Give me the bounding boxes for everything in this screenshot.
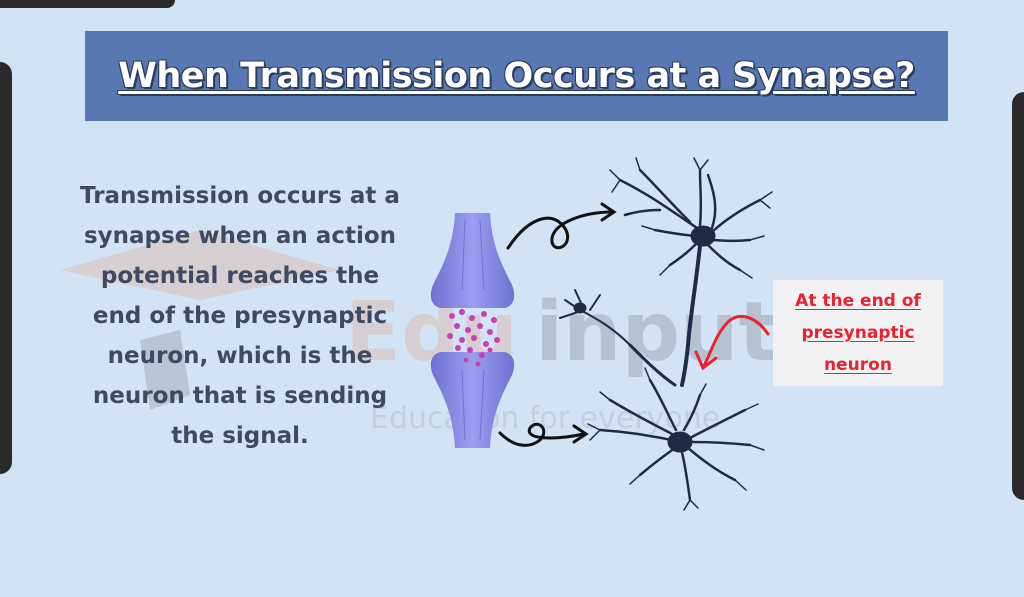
callout-box: At the end of presynaptic neuron [773,280,943,386]
title-banner: When Transmission Occurs at a Synapse? [85,31,948,121]
frame-edge-left [0,62,12,474]
callout-label: At the end of presynaptic neuron [795,291,921,375]
synapse-icon [430,213,515,448]
page-title: When Transmission Occurs at a Synapse? [118,56,915,96]
callout-arrow-icon [694,314,770,371]
frame-corner [0,0,175,8]
neuron-icon [559,157,773,511]
frame-edge-right [1012,92,1024,500]
curly-arrow-icon [498,202,617,447]
svg-text:input: input [535,285,778,380]
description-text: Transmission occurs at a synapse when an… [80,183,400,449]
